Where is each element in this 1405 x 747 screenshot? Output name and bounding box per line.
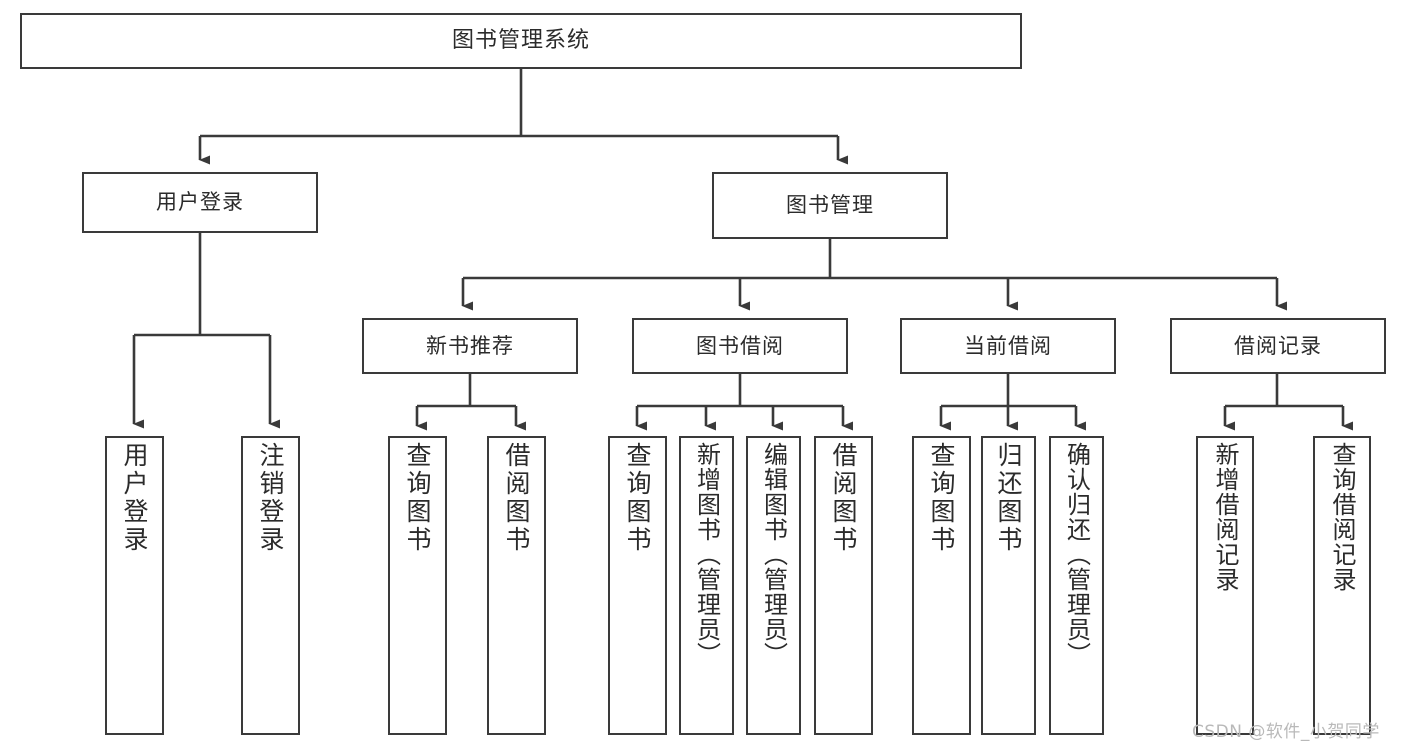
node-user-login[interactable]: 用户登录 xyxy=(82,172,318,233)
node-label: 用户登录 xyxy=(156,190,244,215)
node-label: 图书借阅 xyxy=(696,333,784,358)
node-new-book-recommendation[interactable]: 新书推荐 xyxy=(362,318,578,374)
node-label: 借阅记录 xyxy=(1234,333,1322,358)
node-label: 图书管理系统 xyxy=(451,28,590,54)
leaf-user-login[interactable]: 用户登录 xyxy=(105,436,164,735)
node-label: 借阅图书 xyxy=(829,442,858,554)
node-label: 编辑图书（管理员） xyxy=(759,442,788,667)
leaf-query-borrowing-record[interactable]: 查询借阅记录 xyxy=(1313,436,1371,735)
node-label: 查询图书 xyxy=(623,442,652,554)
node-label: 查询图书 xyxy=(927,442,956,554)
leaf-add-book-admin[interactable]: 新增图书（管理员） xyxy=(679,436,734,735)
node-label: 用户登录 xyxy=(120,442,149,554)
leaf-query-book-2[interactable]: 查询图书 xyxy=(608,436,667,735)
node-label: 查询图书 xyxy=(403,442,432,554)
leaf-borrow-book-2[interactable]: 借阅图书 xyxy=(814,436,873,735)
node-label: 新增借阅记录 xyxy=(1211,442,1239,592)
leaf-query-book-3[interactable]: 查询图书 xyxy=(912,436,971,735)
node-book-management[interactable]: 图书管理 xyxy=(712,172,948,239)
leaf-confirm-return-admin[interactable]: 确认归还（管理员） xyxy=(1049,436,1104,735)
node-root-book-management-system[interactable]: 图书管理系统 xyxy=(20,13,1022,69)
node-label: 确认归还（管理员） xyxy=(1062,442,1091,667)
leaf-add-borrowing-record[interactable]: 新增借阅记录 xyxy=(1196,436,1254,735)
node-label: 借阅图书 xyxy=(502,442,531,554)
leaf-return-book[interactable]: 归还图书 xyxy=(981,436,1036,735)
node-current-borrowing[interactable]: 当前借阅 xyxy=(900,318,1116,374)
node-label: 图书管理 xyxy=(786,193,874,218)
csdn-watermark: CSDN @软件_小贺同学 xyxy=(1192,722,1380,742)
leaf-logout-login[interactable]: 注销登录 xyxy=(241,436,300,735)
leaf-borrow-book-1[interactable]: 借阅图书 xyxy=(487,436,546,735)
node-label: 新增图书（管理员） xyxy=(692,442,721,667)
node-book-borrowing[interactable]: 图书借阅 xyxy=(632,318,848,374)
leaf-edit-book-admin[interactable]: 编辑图书（管理员） xyxy=(746,436,801,735)
leaf-query-book-1[interactable]: 查询图书 xyxy=(388,436,447,735)
node-label: 新书推荐 xyxy=(426,333,514,358)
node-label: 当前借阅 xyxy=(964,333,1052,358)
node-borrowing-record[interactable]: 借阅记录 xyxy=(1170,318,1386,374)
node-label: 归还图书 xyxy=(994,442,1023,554)
node-label: 注销登录 xyxy=(256,442,285,554)
node-label: 查询借阅记录 xyxy=(1328,442,1356,592)
